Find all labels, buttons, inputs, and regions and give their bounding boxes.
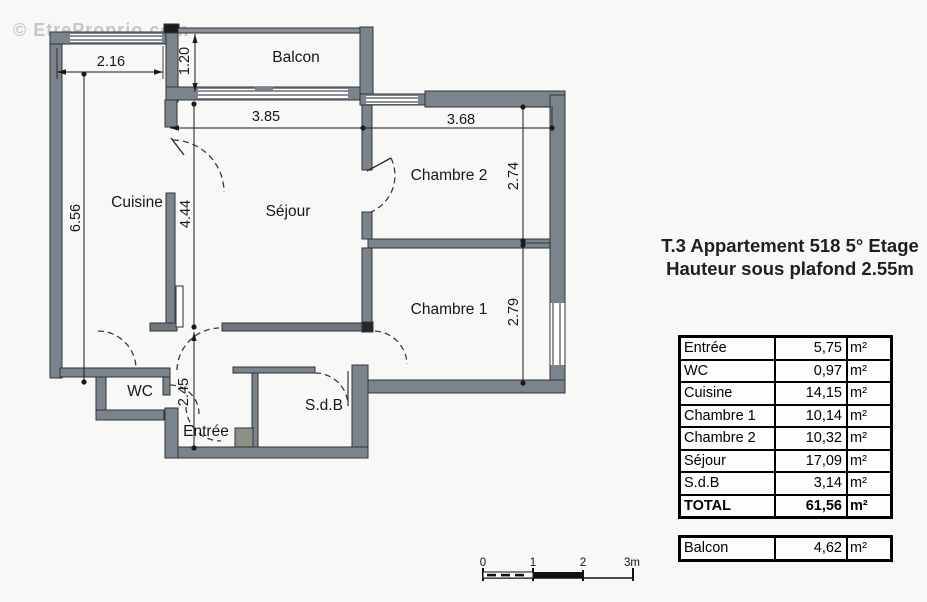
door-leaves — [170, 137, 392, 172]
dim-chambre1-height: 2.79 — [506, 298, 522, 326]
room-name-cell: S.d.B — [681, 473, 776, 494]
table-row: Séjour 17,09 m² — [681, 450, 890, 473]
table-row-balcony: Balcon 4,62 m² — [681, 538, 890, 559]
room-label-entree: Entrée — [183, 423, 229, 440]
dim-top-left-width: 2.16 — [97, 54, 125, 70]
unit-cell: m² — [850, 430, 867, 446]
room-name-cell: Cuisine — [681, 383, 776, 404]
area-value-cell: 10,14 — [776, 405, 848, 426]
table-row: Chambre 2 10,32 m² — [681, 428, 890, 451]
room-label-chambre2: Chambre 2 — [411, 167, 488, 184]
area-value-cell: 14,15 — [776, 383, 848, 404]
room-label-wc: WC — [127, 383, 153, 400]
dim-balcony-depth: 1.20 — [177, 47, 193, 75]
room-name-cell: Chambre 1 — [681, 405, 776, 426]
dim-sejour-width: 3.85 — [252, 109, 280, 125]
area-value-cell: 5,75 — [776, 338, 848, 359]
room-name-cell: TOTAL — [681, 495, 776, 516]
room-name-cell: Chambre 2 — [681, 428, 776, 449]
table-row: WC 0,97 m² — [681, 360, 890, 383]
dimension-lines — [56, 34, 555, 451]
unit-cell: m² — [850, 407, 867, 424]
scale-bar — [482, 568, 634, 581]
areas-table: Entrée 5,75 m² WC 0,97 m² Cuisine 14,15 … — [678, 335, 893, 519]
unit-cell: m² — [850, 385, 867, 401]
room-label-sejour: Séjour — [266, 203, 311, 220]
title-block: T.3 Appartement 518 5° Etage Hauteur sou… — [648, 234, 927, 280]
room-label-sdb: S.d.B — [305, 397, 343, 414]
scale-label-3m: 3m — [624, 557, 640, 569]
area-value-cell: 61,56 — [776, 495, 848, 516]
room-name-cell: Séjour — [681, 450, 776, 471]
scale-label-0: 0 — [480, 557, 486, 569]
dim-sejour-height: 4.44 — [178, 200, 194, 228]
unit-cell: m² — [850, 497, 868, 514]
room-label-chambre1: Chambre 1 — [411, 301, 488, 318]
windows — [70, 34, 565, 406]
area-value-cell: 10,32 — [776, 428, 848, 449]
unit-cell: m² — [850, 475, 867, 491]
unit-cell: m² — [850, 452, 867, 469]
dim-hall-height: 2.45 — [176, 378, 192, 406]
balcony-table: Balcon 4,62 m² — [678, 535, 893, 562]
table-row: S.d.B 3,14 m² — [681, 473, 890, 496]
door-arcs — [97, 139, 408, 442]
scale-label-1: 1 — [530, 557, 536, 569]
unit-cell: m² — [850, 362, 867, 379]
area-value-cell: 0,97 — [776, 360, 848, 381]
dim-left-height: 6.56 — [68, 204, 84, 232]
area-value-cell: 3,14 — [776, 473, 848, 494]
table-row: Chambre 1 10,14 m² — [681, 405, 890, 428]
room-name-cell: Balcon — [681, 538, 776, 559]
unit-cell: m² — [850, 340, 867, 356]
room-name-cell: Entrée — [681, 338, 776, 359]
area-value-cell: 4,62 — [776, 538, 848, 559]
room-label-cuisine: Cuisine — [111, 194, 163, 211]
dim-chambre2-height: 2.74 — [506, 162, 522, 190]
table-row: Entrée 5,75 m² — [681, 338, 890, 361]
dim-chambre2-width: 3.68 — [447, 112, 475, 128]
title-line-2: Hauteur sous plafond 2.55m — [666, 258, 914, 279]
room-name-cell: WC — [681, 360, 776, 381]
area-value-cell: 17,09 — [776, 450, 848, 471]
room-label-balcon: Balcon — [272, 49, 319, 66]
unit-cell: m² — [850, 540, 867, 556]
title-line-1: T.3 Appartement 518 5° Etage — [661, 235, 919, 256]
table-row: Cuisine 14,15 m² — [681, 383, 890, 406]
table-row-total: TOTAL 61,56 m² — [681, 495, 890, 516]
scale-label-2: 2 — [580, 557, 586, 569]
